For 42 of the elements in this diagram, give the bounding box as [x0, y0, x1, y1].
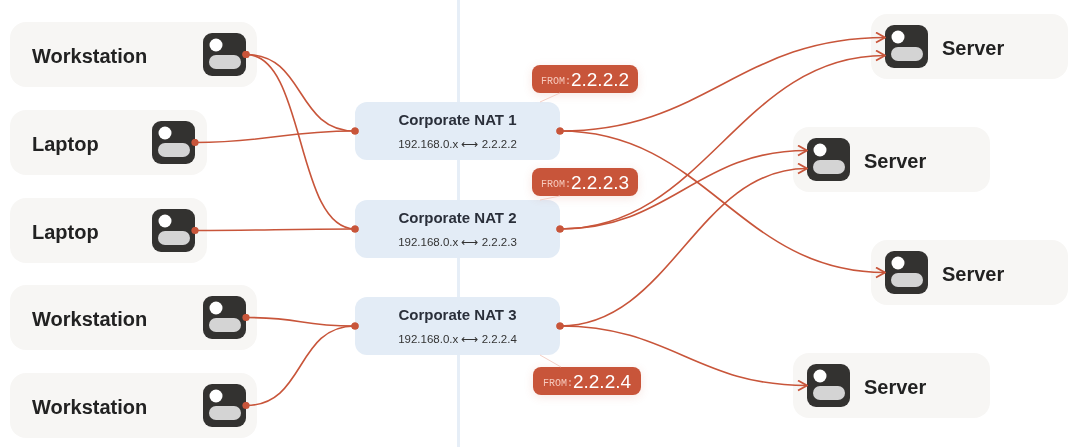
source-ip-tag	[532, 168, 638, 196]
ip-address: 2.2.2.2	[570, 69, 630, 89]
address-mapping: 192.168.0.x ⟷ 2.2.2.3	[398, 235, 517, 251]
ip-address: 2.2.2.4	[572, 371, 632, 391]
nat-box	[355, 200, 560, 258]
ip-address: 2.2.2.3	[570, 172, 630, 192]
server-label: Server	[864, 375, 927, 400]
source-ip-tag	[532, 65, 638, 93]
connection-arrow	[556, 322, 808, 391]
device-label: Laptop	[32, 220, 99, 245]
server-label: Server	[864, 149, 927, 174]
server-label: Server	[942, 262, 1005, 287]
nat-title: Corporate NAT 1	[398, 109, 517, 130]
nat-title: Corporate NAT 2	[398, 207, 517, 228]
source-ip-tag	[533, 367, 641, 395]
tag-prefix: FROM:	[540, 177, 571, 192]
nat-title: Corporate NAT 3	[398, 304, 517, 325]
server-card	[871, 14, 1068, 79]
leader-line	[539, 92, 561, 103]
leader-line	[539, 354, 562, 368]
device-label: Laptop	[32, 132, 99, 157]
server-card	[871, 240, 1068, 305]
server-label: Server	[942, 36, 1005, 61]
server-card	[793, 353, 990, 418]
connection-arrow	[556, 127, 886, 278]
device-card	[10, 22, 257, 87]
device-card	[10, 198, 207, 263]
address-mapping: 192.168.0.x ⟷ 2.2.2.2	[398, 137, 517, 153]
device-card	[10, 285, 257, 350]
nat-box	[355, 102, 560, 160]
nat-box	[355, 297, 560, 355]
tag-prefix: FROM:	[542, 376, 573, 391]
server-card	[793, 127, 990, 192]
device-card	[10, 373, 257, 438]
device-label: Workstation	[32, 44, 148, 69]
device-label: Workstation	[32, 395, 148, 420]
address-mapping: 192.168.0.x ⟷ 2.2.2.4	[398, 332, 517, 348]
connection-arrow	[556, 145, 808, 233]
device-label: Workstation	[32, 307, 148, 332]
leader-line	[539, 195, 561, 201]
device-card	[10, 110, 207, 175]
tag-prefix: FROM:	[540, 74, 571, 89]
